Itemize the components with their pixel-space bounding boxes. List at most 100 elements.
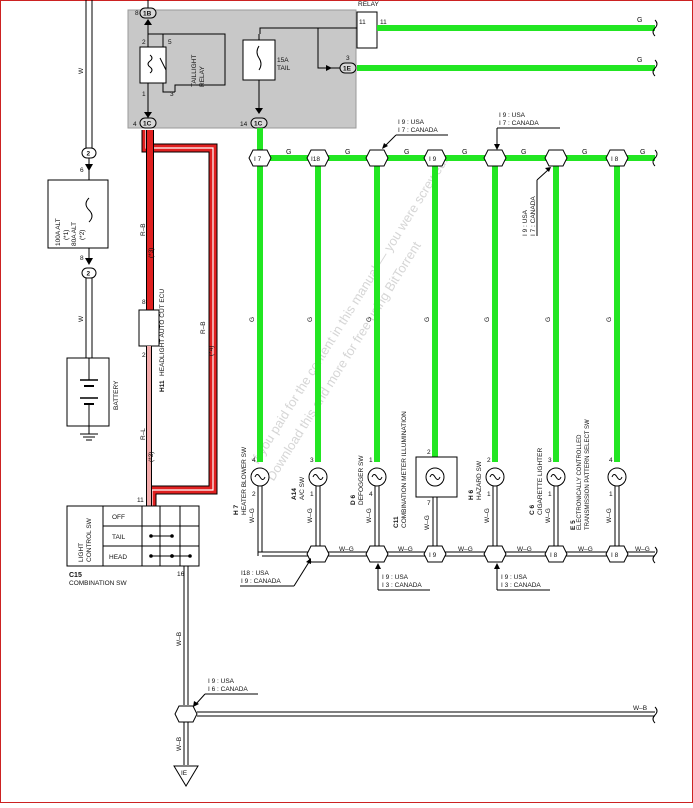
sw-pin-bot: 16	[177, 571, 185, 578]
relay-label: RELAY	[358, 1, 379, 8]
svg-text:(*3): (*3)	[148, 248, 155, 258]
conn-2-top-pin: 6	[80, 167, 84, 174]
fuse-name: TAIL	[277, 65, 291, 72]
svg-text:I 3 : CANADA: I 3 : CANADA	[382, 582, 422, 589]
svg-text:4: 4	[252, 457, 256, 464]
svg-text:I 9 : USA: I 9 : USA	[522, 209, 529, 236]
taillight-relay-label: TAILLIGHT RELAY	[191, 55, 206, 87]
ground-callout: I 9 : USA I 6 : CANADA	[193, 678, 258, 707]
top-callout-3: I 9 : USA I 7 : CANADA	[522, 167, 551, 236]
alt-fuse-box	[47, 179, 109, 249]
bottom-bus-node-6: I 8	[605, 545, 629, 563]
ground-point-label: IE	[181, 770, 188, 777]
lamp-defogger-sw: 1 4 D 6 DEFOGGER SW	[350, 455, 387, 505]
green-drop-labels: G G G G G G G	[249, 317, 613, 322]
lamp-hazard-sw: 2 1 H 6 HAZARD SW	[468, 457, 505, 500]
svg-text:G: G	[366, 317, 373, 322]
wire-wb-vert-label: W–B	[176, 632, 183, 646]
rl-label: R–L (*3)	[140, 428, 155, 462]
svg-text:I 7 : CANADA: I 7 : CANADA	[499, 120, 539, 127]
svg-text:I 8: I 8	[611, 156, 619, 163]
top-bus-wire-labels: G G G G G G G	[286, 149, 645, 156]
svg-text:(*3): (*3)	[148, 452, 155, 462]
svg-text:W–G: W–G	[307, 508, 314, 523]
svg-text:(*4): (*4)	[208, 346, 215, 356]
svg-text:4: 4	[609, 457, 613, 464]
relay-pin-2: 2	[142, 39, 146, 46]
battery-ground-icon	[80, 426, 98, 441]
bottom-callout-2: I 9 : USA I 3 : CANADA	[375, 563, 430, 591]
combination-sw-name: COMBINATION SW	[69, 580, 128, 587]
svg-text:W–G: W–G	[635, 546, 650, 553]
top-bus-node-6	[544, 149, 568, 167]
wire-wb-right	[197, 711, 655, 717]
relay-pin-11-right: 11	[380, 19, 387, 26]
svg-text:TAILLIGHT: TAILLIGHT	[191, 55, 198, 87]
conn-2-bot-label: 2	[87, 271, 91, 278]
svg-text:2: 2	[427, 449, 431, 456]
ground-junction	[174, 705, 198, 723]
bottom-bus-node-2	[365, 545, 389, 563]
sw-pos-tail: TAIL	[112, 534, 126, 541]
svg-text:G: G	[249, 317, 256, 322]
lamp-ac-sw: 3 1 A14 A/C SW	[291, 457, 328, 500]
svg-text:W–G: W–G	[424, 515, 431, 530]
lamp-cigarette-lighter: 3 1 C 6 CIGARETTE LIGHTER	[529, 448, 566, 515]
bottom-bus-node-5: I 8	[544, 545, 568, 563]
sw-pos-head: HEAD	[109, 554, 127, 561]
svg-text:RELAY: RELAY	[199, 66, 206, 87]
svg-text:I 3 : CANADA: I 3 : CANADA	[501, 582, 541, 589]
svg-text:HEATER BLOWER SW: HEATER BLOWER SW	[241, 446, 248, 515]
bottom-bus-node-1	[306, 545, 330, 563]
ecu-pin-top: 8	[142, 299, 146, 306]
relay-contact	[159, 57, 167, 71]
ecu-pin-bot: 2	[142, 352, 146, 359]
wire-break-top	[652, 19, 658, 37]
svg-text:DEFOGGER SW: DEFOGGER SW	[358, 455, 365, 505]
top-bus-node-2: I18	[306, 149, 330, 167]
conn-1b-label: 1B	[143, 11, 152, 18]
svg-text:I 7: I 7	[254, 156, 262, 163]
svg-text:W–G: W–G	[578, 546, 593, 553]
relay-pin-11-left: 11	[359, 19, 366, 26]
svg-text:1: 1	[609, 491, 613, 498]
svg-text:I18: I18	[311, 156, 320, 163]
bottom-bus-node-3: I 9	[423, 545, 447, 563]
bottom-callout-3: I 9 : USA I 3 : CANADA	[494, 563, 550, 591]
top-bus-node-4: I 9	[423, 149, 447, 167]
svg-text:W–G: W–G	[398, 546, 413, 553]
svg-text:G: G	[521, 149, 526, 156]
svg-text:G: G	[582, 149, 587, 156]
svg-text:2: 2	[487, 457, 491, 464]
svg-text:I 8: I 8	[550, 552, 558, 559]
alt-fuse-icon	[85, 197, 93, 223]
svg-text:I 6 : CANADA: I 6 : CANADA	[208, 686, 248, 693]
wire-g-top: G	[637, 17, 642, 24]
top-bus-node-3	[365, 149, 389, 167]
svg-text:A14: A14	[291, 488, 298, 500]
svg-text:W–G: W–G	[545, 508, 552, 523]
bottom-bus-node-4	[483, 545, 507, 563]
wire-w-bot: W	[78, 315, 85, 322]
lamp-heater-blower-sw: 4 2 H 7 HEATER BLOWER SW	[233, 446, 270, 515]
relay-pin-3-int: 3	[170, 91, 174, 98]
svg-text:I 9 : USA: I 9 : USA	[382, 574, 409, 581]
relay-pin-1: 1	[142, 91, 146, 98]
wg-drop-labels: W–G W–G W–G W–G W–G W–G W–G	[249, 508, 613, 530]
svg-text:R–B: R–B	[140, 223, 147, 236]
svg-text:(*1): (*1)	[63, 230, 70, 240]
svg-text:I 9 : USA: I 9 : USA	[208, 678, 235, 685]
svg-text:I 9: I 9	[429, 156, 437, 163]
top-callout-1: I 9 : USA I 7 : CANADA	[382, 119, 448, 149]
ground-icon: IE	[173, 765, 199, 787]
svg-text:4: 4	[369, 491, 373, 498]
wire-wb-vertical	[183, 566, 189, 705]
svg-text:3: 3	[310, 457, 314, 464]
svg-text:G: G	[404, 149, 409, 156]
svg-text:I18 : USA: I18 : USA	[241, 570, 269, 577]
svg-text:G: G	[640, 149, 645, 156]
conn-1c-right-pin: 14	[240, 121, 248, 128]
wire-g-mid: G	[637, 57, 642, 64]
svg-text:I 9 : USA: I 9 : USA	[501, 574, 528, 581]
